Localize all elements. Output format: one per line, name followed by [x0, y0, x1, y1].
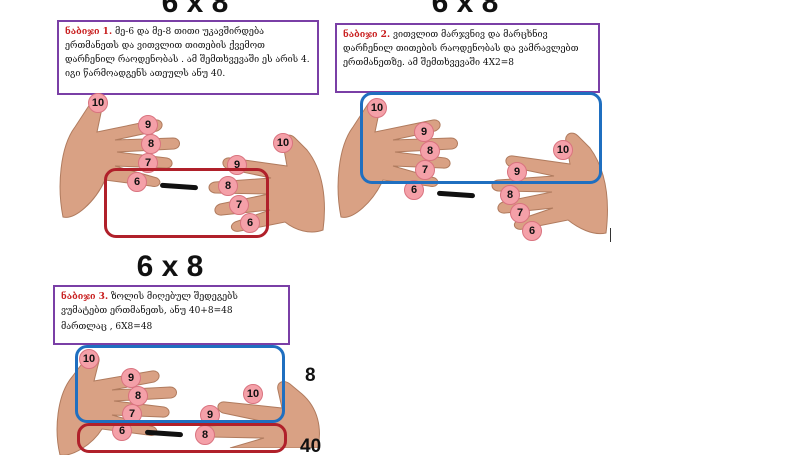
panel-3-instruction-box: ნაბიჯი 3. ზოლის მიღებულ შედეგებს ვუმატებ… — [53, 285, 290, 345]
panel-2-title: 6 x 8 — [431, 0, 499, 19]
finger-badge: 7 — [510, 203, 530, 223]
panel-1-step-label: ნაბიჯი 1. — [65, 27, 113, 37]
finger-badge: 10 — [88, 93, 108, 113]
panel-3-title: 6 x 8 — [136, 250, 204, 283]
finger-badge: 10 — [243, 384, 263, 404]
finger-badge: 6 — [522, 221, 542, 241]
finger-badge: 7 — [229, 195, 249, 215]
finger-badge: 6 — [127, 172, 147, 192]
panel-2-step-label: ნაბიჯი 2. — [343, 30, 391, 40]
panel-2-instruction-box: ნაბიჯი 2. ვითვლით მარჯვნივ და მარცხნივ დ… — [335, 23, 600, 93]
panel-3-step-label: ნაბიჯი 3. — [61, 292, 109, 302]
tens-result-label: 40 — [300, 436, 322, 457]
units-highlight-frame — [75, 345, 285, 423]
finger-badge: 6 — [112, 421, 132, 441]
panel-2-step-text: ვითვლით მარჯვნივ და მარცხნივ დარჩენილ თი… — [343, 30, 579, 68]
finger-badge: 9 — [138, 115, 158, 135]
finger-badge: 6 — [404, 180, 424, 200]
panel-3-step-text: ზოლის მიღებულ შედეგებს ვუმატებთ ერთმანეთ… — [61, 292, 238, 316]
panel-3-step-line: ნაბიჯი 3. ზოლის მიღებულ შედეგებს ვუმატებ… — [61, 290, 282, 318]
text-cursor — [610, 228, 611, 242]
panel-1-step-text: მე-6 და მე-8 თითი უკავშირდება ერთმანეთს … — [65, 27, 310, 79]
units-result-label: 8 — [305, 365, 316, 386]
finger-badge: 8 — [141, 134, 161, 154]
panel-1-title: 6 x 8 — [161, 0, 229, 19]
tens-highlight-frame — [77, 423, 287, 453]
finger-badge: 8 — [500, 185, 520, 205]
finger-badge: 7 — [415, 160, 435, 180]
finger-badge: 10 — [553, 140, 573, 160]
panel-1-instruction-box: ნაბიჯი 1. მე-6 და მე-8 თითი უკავშირდება … — [57, 20, 319, 95]
finger-badge: 10 — [273, 133, 293, 153]
panel-3-result-text: მართლაც , 6X8=48 — [61, 322, 153, 332]
finger-badge: 8 — [218, 176, 238, 196]
finger-badge: 10 — [367, 98, 387, 118]
units-highlight-frame — [360, 92, 602, 184]
tens-highlight-frame — [104, 168, 269, 238]
finger-badge: 6 — [240, 213, 260, 233]
